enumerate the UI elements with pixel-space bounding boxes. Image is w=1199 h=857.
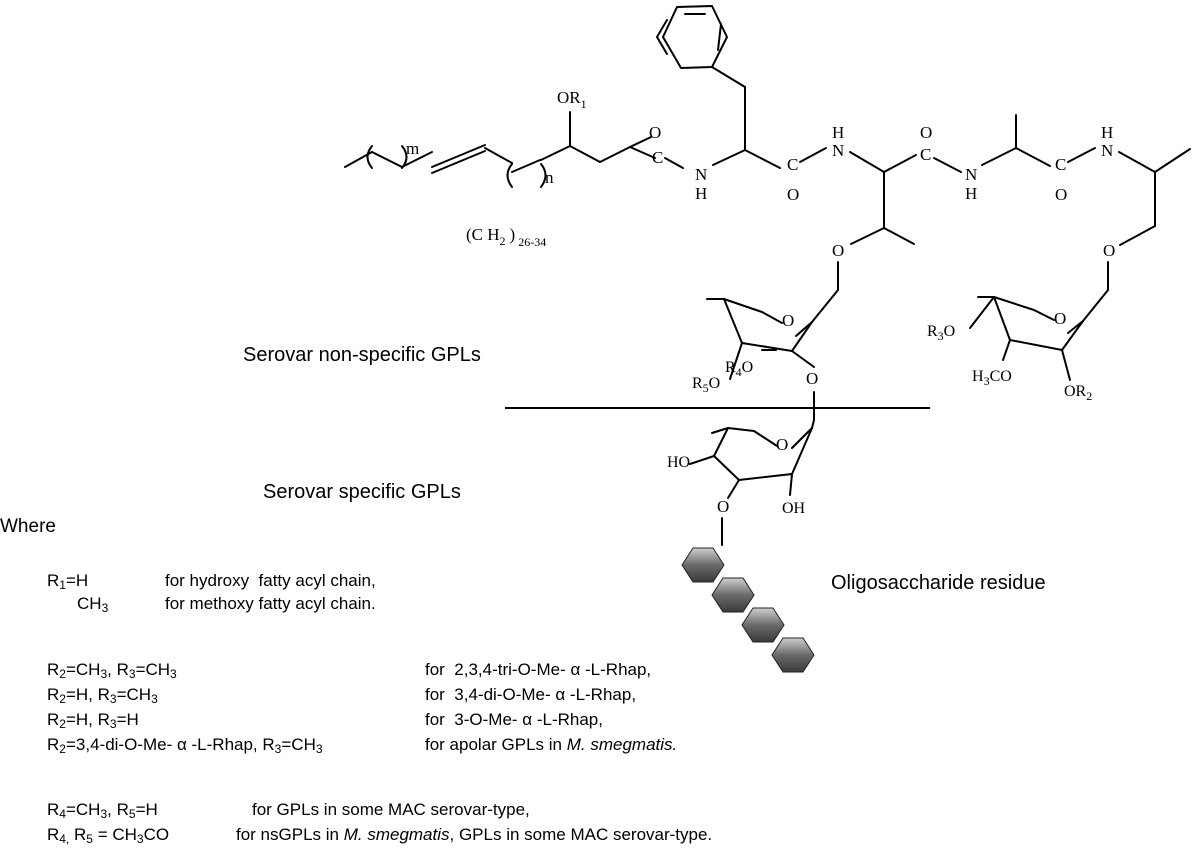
r4o-label: R4O bbox=[725, 359, 753, 379]
oligosaccharide-residue-icon bbox=[681, 547, 815, 673]
rhamnose-ring-bottom bbox=[689, 419, 815, 499]
ring-o-left: O bbox=[782, 311, 794, 330]
or2-label: OR2 bbox=[1064, 383, 1092, 403]
r4-r5-row-2-formula: R4, R5 = CH3CO bbox=[47, 825, 170, 846]
rhamnose-ring-right bbox=[969, 289, 1109, 381]
amide-h-3: H bbox=[965, 184, 977, 203]
r2-r3-row-1-formula: R2=CH3, R3=CH3 bbox=[47, 660, 177, 681]
r4-r5-row-2-description: for nsGPLs in M. smegmatis, GPLs in some… bbox=[236, 825, 713, 844]
oh-label: OH bbox=[782, 500, 806, 517]
r5o-label: R5O bbox=[692, 375, 720, 395]
ring-o-right: O bbox=[1054, 309, 1066, 328]
alaninol-ether-o: O bbox=[1103, 241, 1115, 260]
r1-ch3-description: for methoxy fatty acyl chain. bbox=[165, 594, 376, 613]
amide-h-2: H bbox=[832, 123, 844, 142]
amide-h-4: H bbox=[1101, 123, 1113, 142]
or1-label: OR1 bbox=[557, 88, 587, 111]
carbonyl-o-4: O bbox=[1055, 185, 1067, 204]
r3o-label: R3O bbox=[927, 323, 955, 343]
carbonyl-c-1: C bbox=[652, 148, 663, 167]
carbonyl-c-3: C bbox=[920, 145, 931, 164]
glycosidic-o-left: O bbox=[806, 369, 818, 388]
ring-o-bottom: O bbox=[776, 435, 788, 454]
carbonyl-o-3: O bbox=[920, 123, 932, 142]
m-label: m bbox=[406, 139, 419, 158]
r4-r5-row-1-formula: R4=CH3, R5=H bbox=[47, 800, 158, 821]
r1-h-description: for hydroxy fatty acyl chain, bbox=[165, 571, 376, 590]
amide-n-2: N bbox=[832, 141, 844, 160]
r1-ch3-formula: CH3 bbox=[77, 594, 109, 615]
carbonyl-o-2: O bbox=[787, 185, 799, 204]
amide-n-3: N bbox=[965, 165, 977, 184]
carbonyl-c-4: C bbox=[1055, 155, 1066, 174]
r4-r5-row-1-description: for GPLs in some MAC serovar-type, bbox=[252, 800, 530, 819]
alaninol-residue bbox=[1118, 148, 1191, 246]
r2-r3-row-3-formula: R2=H, R3=H bbox=[47, 710, 139, 731]
where-heading: Where bbox=[0, 516, 56, 537]
serovar-specific-label: Serovar specific GPLs bbox=[263, 481, 461, 503]
thr-ether-o: O bbox=[832, 241, 844, 260]
ho-label: HO bbox=[667, 454, 690, 471]
threonine-residue bbox=[849, 151, 917, 245]
phenylalanine-residue bbox=[656, 5, 781, 169]
carbonyl-c-2: C bbox=[787, 155, 798, 174]
r2-r3-row-2-formula: R2=H, R3=CH3 bbox=[47, 685, 158, 706]
r2-r3-row-1-description: for 2,3,4-tri-O-Me- α -L-Rhap, bbox=[425, 660, 652, 679]
oligosaccharide-label: Oligosaccharide residue bbox=[831, 572, 1046, 594]
r2-apolar-formula: R2=3,4-di-O-Me- α -L-Rhap, R3=CH3 bbox=[47, 735, 323, 756]
r1-h-formula: R1=H bbox=[47, 571, 89, 592]
serovar-nonspecific-label: Serovar non-specific GPLs bbox=[243, 344, 481, 366]
r2-r3-row-2-description: for 3,4-di-O-Me- α -L-Rhap, bbox=[425, 685, 637, 704]
amide-n-4: N bbox=[1101, 141, 1113, 160]
amide-n-1: N bbox=[695, 165, 707, 184]
alanine-residue bbox=[981, 114, 1051, 167]
h3co-label: H3CO bbox=[972, 368, 1012, 388]
carbonyl-o-1: O bbox=[649, 123, 661, 142]
ch2-repeat-label: (C H2)26-34 bbox=[466, 225, 546, 249]
oligosaccharide-link-o: O bbox=[717, 497, 729, 516]
r2-r3-row-3-description: for 3-O-Me- α -L-Rhap, bbox=[425, 710, 603, 729]
fatty-acyl-chain bbox=[344, 111, 656, 188]
rhamnose-ring-left bbox=[706, 289, 839, 380]
n-label: n bbox=[545, 168, 554, 187]
r2-apolar-description: for apolar GPLs in M. smegmatis. bbox=[425, 735, 678, 754]
amide-h-1: H bbox=[695, 184, 707, 203]
